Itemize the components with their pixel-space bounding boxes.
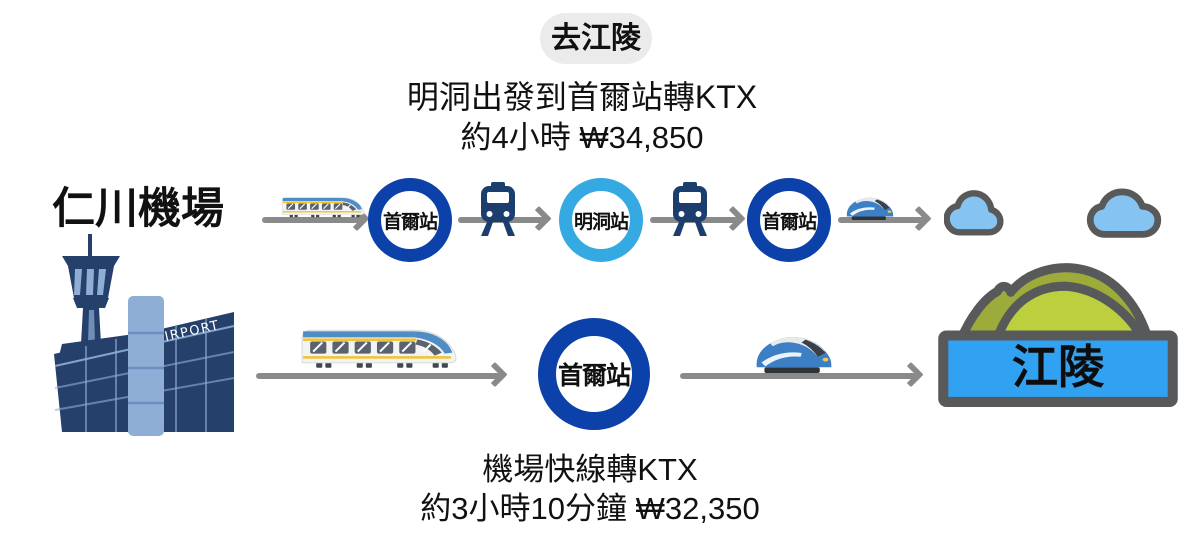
station-circle-seoul-2: 首爾站 [747, 178, 831, 262]
station-circle-seoul-1: 首爾站 [368, 178, 452, 262]
station-circle-myeongdong: 明洞站 [559, 178, 643, 262]
airport-express-train-icon [281, 197, 365, 218]
airport-express-train-icon [301, 329, 457, 368]
top-route-detail: 約4小時 ₩34,850 [460, 120, 704, 155]
airport-building-icon: AIRPORT [54, 234, 235, 436]
mountain-icon [992, 281, 1149, 346]
route-arrow [256, 373, 502, 379]
subway-icon [673, 182, 707, 236]
cloud-icon [944, 190, 1004, 236]
station-circle-seoul-main: 首爾站 [538, 318, 650, 430]
destination-sign [938, 330, 1178, 407]
station-name: 首爾站 [382, 211, 438, 233]
bottom-route-detail: 約3小時10分鐘 ₩32,350 [420, 491, 760, 526]
subway-icon [481, 182, 515, 236]
origin-label: 仁川機場 [52, 185, 224, 233]
title-badge: 去江陵 [540, 13, 652, 64]
station-name: 明洞站 [573, 211, 629, 233]
route-arrow [262, 217, 364, 223]
ktx-train-icon [846, 197, 894, 220]
station-name: 首爾站 [761, 211, 817, 233]
station-name: 首爾站 [557, 362, 631, 390]
destination-gangneung: 江陵 [938, 263, 1178, 407]
destination-label: 江陵 [1012, 341, 1105, 393]
ktx-train-icon [756, 336, 832, 373]
bottom-route-title: 機場快線轉KTX [482, 452, 698, 487]
top-route-title: 明洞出發到首爾站轉KTX [406, 79, 758, 115]
cloud-icon [1086, 188, 1162, 238]
route-arrow [680, 373, 918, 379]
